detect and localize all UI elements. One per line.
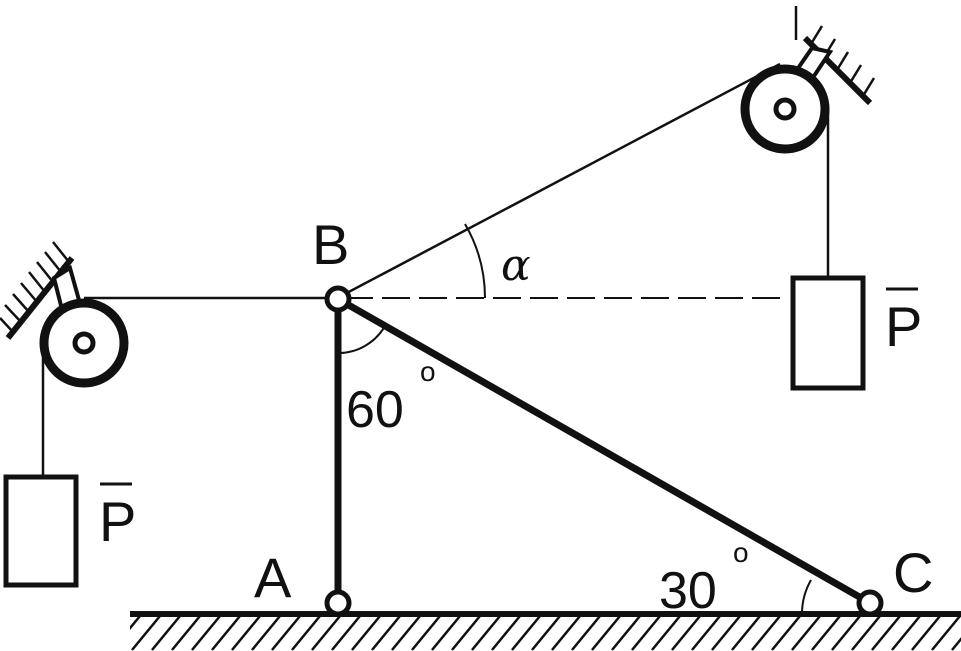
alpha-arc <box>464 223 486 299</box>
load-label-left: P <box>99 490 136 553</box>
label-a: A <box>254 546 292 609</box>
ground <box>130 611 961 651</box>
label-angle-c: 30 <box>659 562 717 620</box>
hinge-c <box>856 589 884 617</box>
angle-c-degree-mark: o <box>733 537 749 568</box>
angle-b-arc <box>337 325 386 355</box>
bar-bc <box>336 295 872 607</box>
label-c: C <box>893 541 933 604</box>
right-pulley-assembly <box>740 6 876 391</box>
label-b: B <box>312 213 349 276</box>
left-weight <box>3 474 79 588</box>
cable-right <box>342 62 781 297</box>
left-pulley-assembly <box>0 241 129 588</box>
hinge-a <box>324 589 352 617</box>
angle-c-arc <box>800 579 812 615</box>
label-angle-b: 60 <box>346 381 404 439</box>
hinge-b <box>324 285 352 313</box>
angle-b-degree-mark: o <box>420 356 436 387</box>
label-alpha: α <box>501 240 531 291</box>
right-weight <box>790 275 866 391</box>
load-label-right: P <box>885 295 922 358</box>
